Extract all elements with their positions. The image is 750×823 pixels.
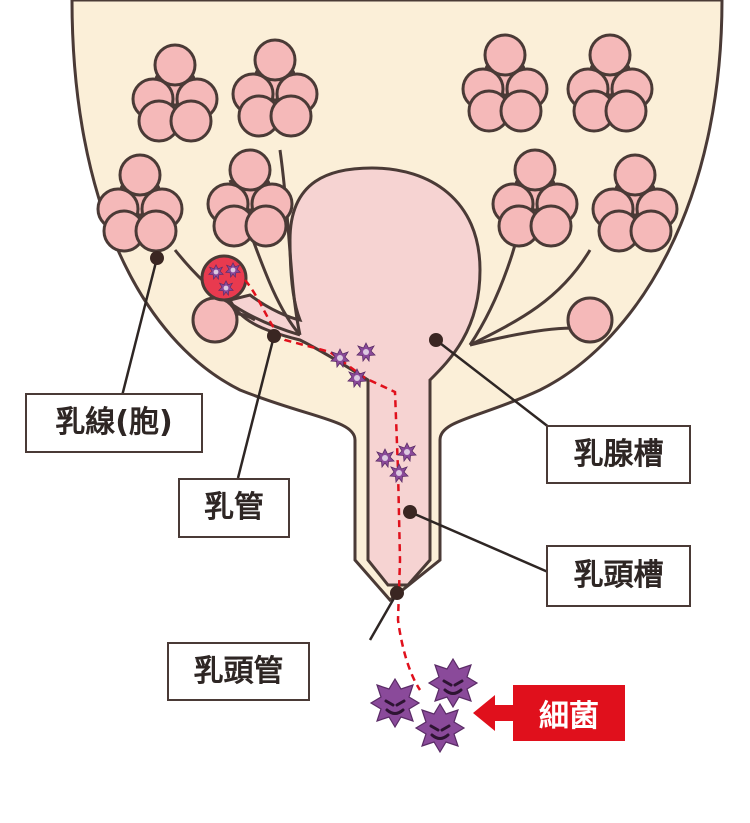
label-gland-cistern: 乳腺槽 (546, 425, 691, 484)
label-duct: 乳管 (178, 478, 290, 538)
pointer-dots (150, 251, 443, 600)
label-teat-cistern: 乳頭槽 (546, 545, 691, 607)
label-teat-canal: 乳頭管 (167, 642, 310, 701)
dot-icon (403, 505, 417, 519)
leader-lines (120, 257, 551, 641)
infection-path (244, 279, 422, 691)
dot-icon (267, 329, 281, 343)
arrow-left-icon (473, 695, 515, 731)
dot-icon (150, 251, 164, 265)
bacteria-icon (369, 657, 479, 754)
label-alveolus: 乳線(胞) (25, 393, 203, 453)
label-bacteria: 細菌 (513, 685, 625, 741)
dot-icon (390, 586, 404, 600)
right-lobules (461, 33, 679, 344)
dot-icon (429, 333, 443, 347)
